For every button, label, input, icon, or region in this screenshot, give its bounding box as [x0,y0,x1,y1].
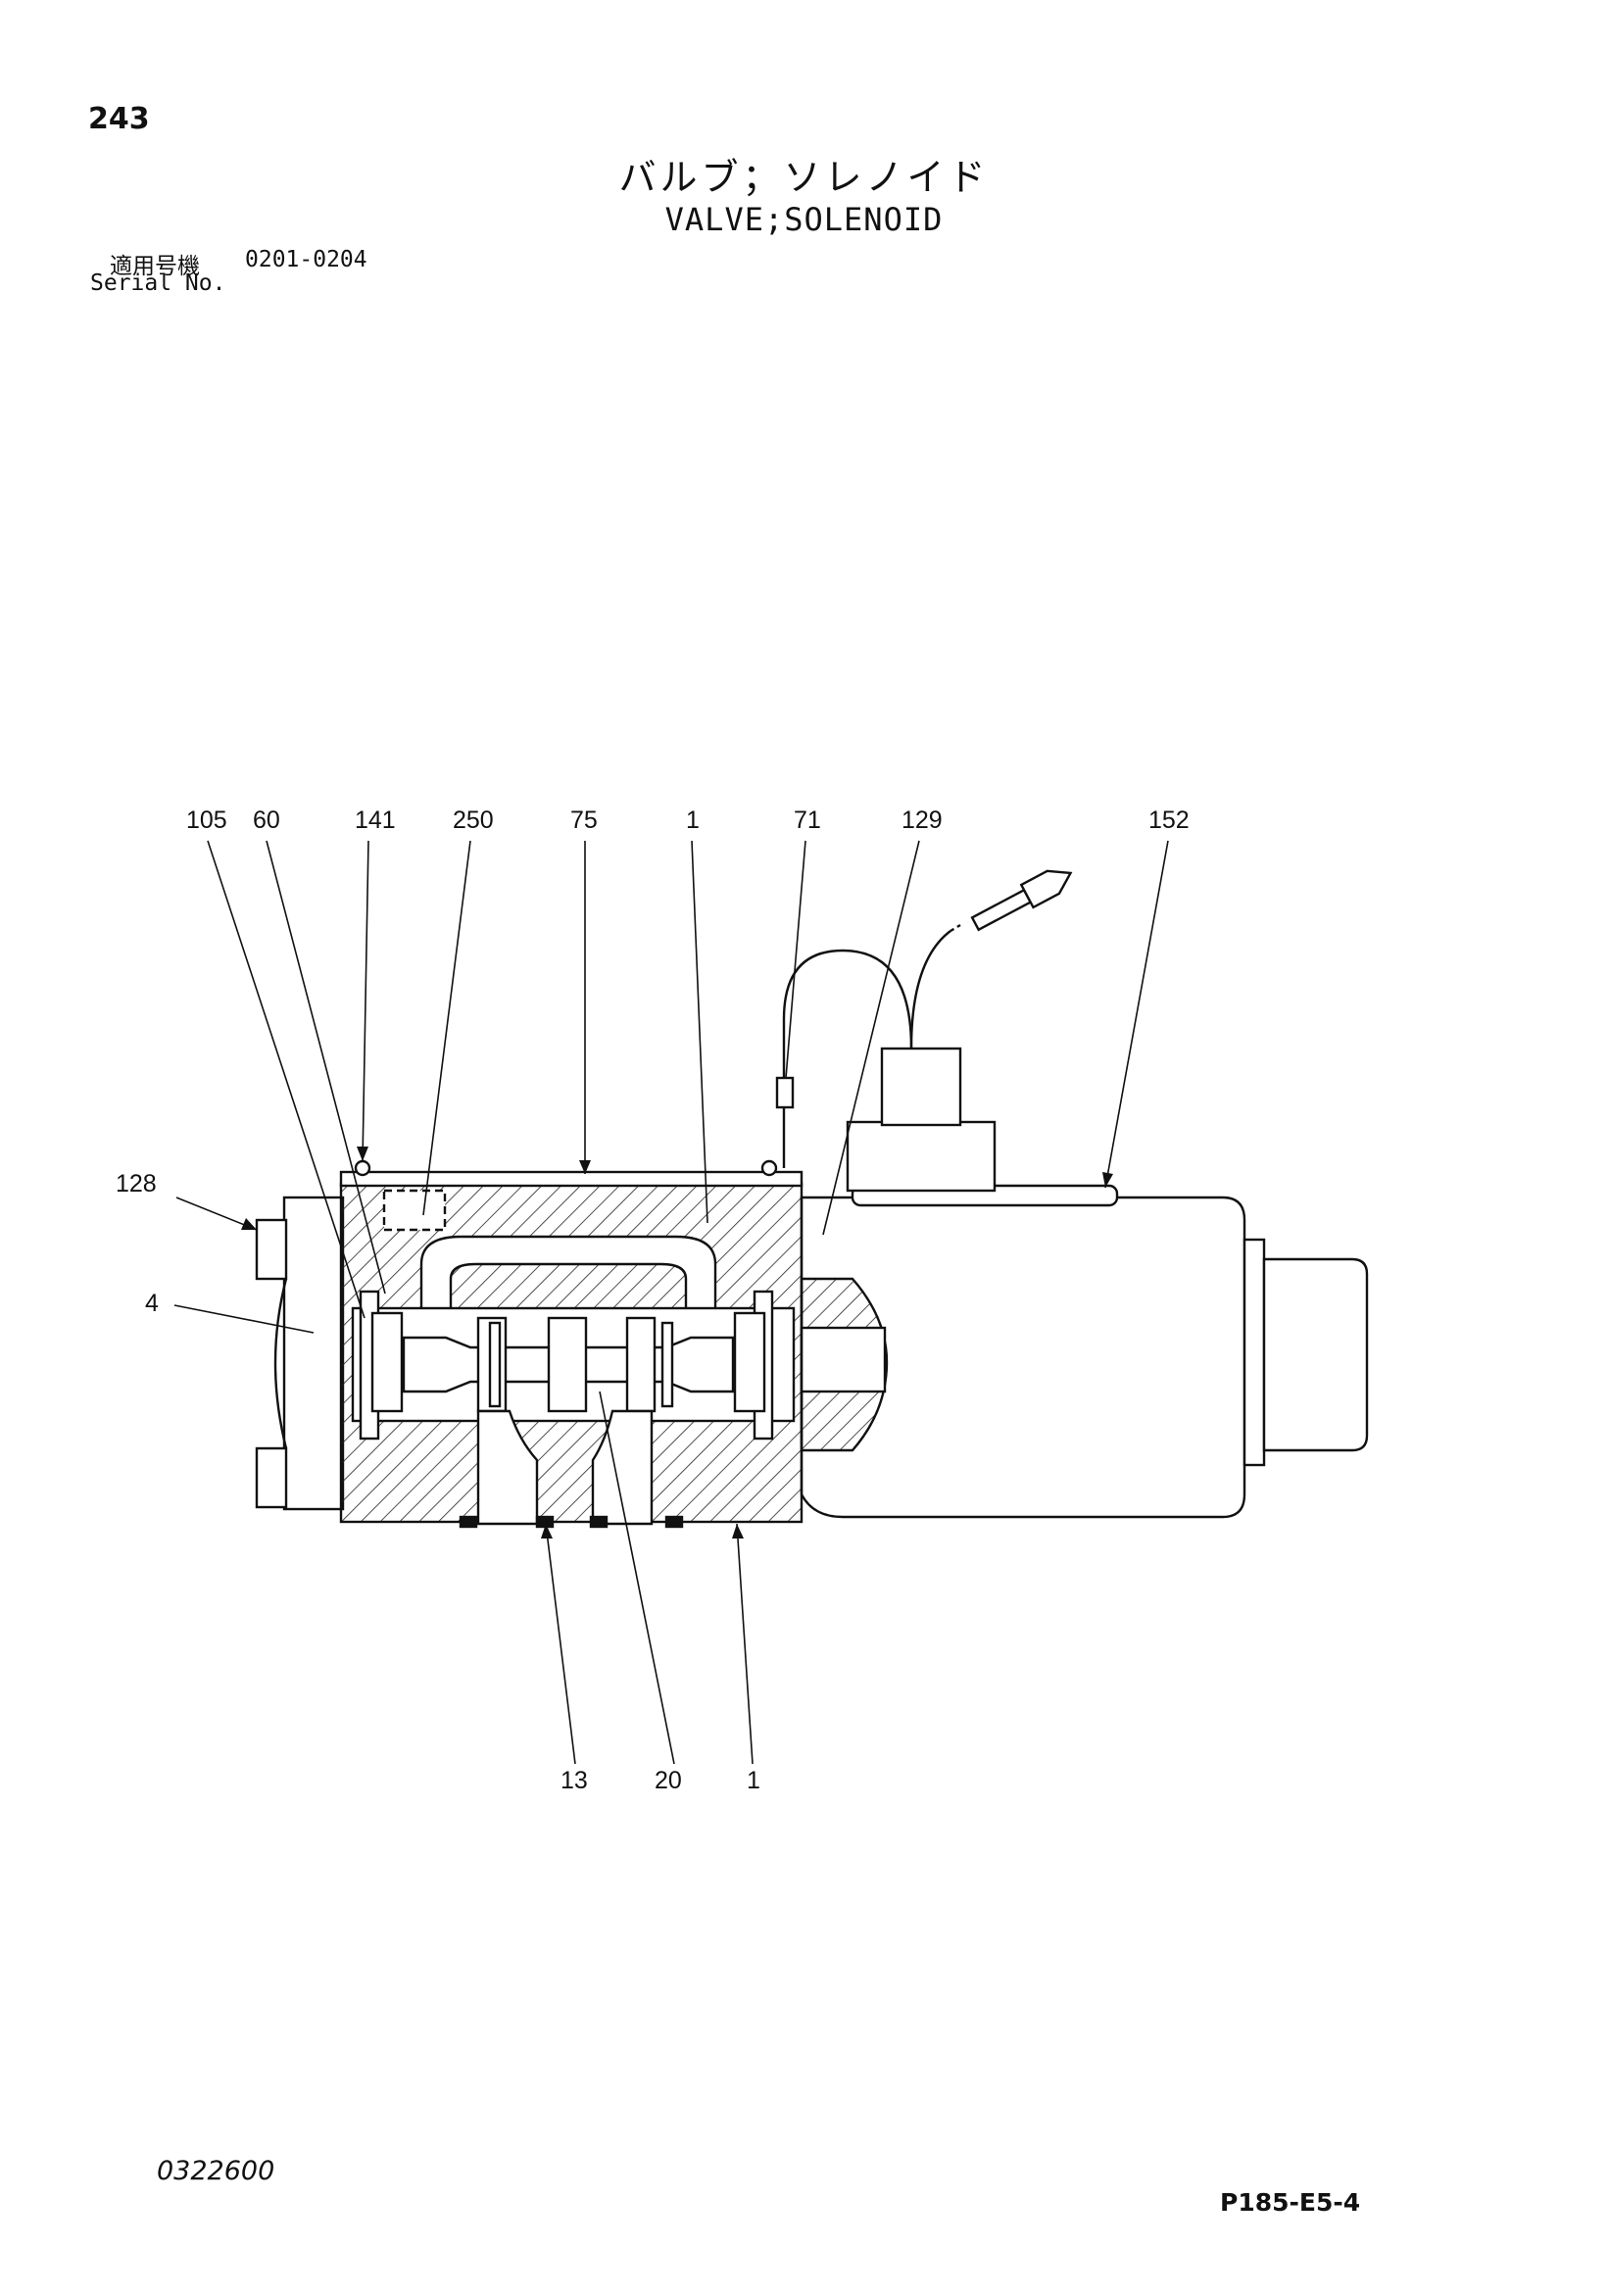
port-b [591,1409,654,1526]
callout-141: 141 [355,806,396,834]
serial-range: 0201-0204 [245,247,367,272]
title-japanese: バルブ；ソレノイド [618,156,990,199]
top-plate [339,1170,804,1188]
callout-152: 152 [1148,806,1190,834]
spool-land-2 [547,1316,588,1413]
callout-13: 13 [560,1767,588,1794]
spool-seal-1 [488,1321,502,1408]
serial-label-english: Serial No. [90,270,226,296]
bolt-right [760,1159,778,1177]
solenoid-cap [1243,1238,1266,1467]
callout-105: 105 [186,806,227,834]
wire-2 [909,930,951,1050]
valve-drawing [255,869,1369,1529]
plug-top [255,1218,288,1281]
leader-lines [173,840,1169,1765]
wire-1 [782,949,913,1107]
adaptor-bore [800,1326,887,1393]
bolt-left [354,1159,371,1177]
wire-gap [950,923,961,933]
connector-top [880,1047,962,1127]
oring-1 [459,1515,478,1529]
callout-128: 128 [116,1170,157,1197]
oring-4 [664,1515,684,1529]
title-english: VALVE;SOLENOID [664,201,944,238]
solenoid-housing [800,1196,1246,1519]
callout-20: 20 [655,1767,682,1794]
plug-bottom [255,1446,288,1509]
callout-71: 71 [794,806,821,834]
ring-left [370,1311,404,1413]
solenoid-end [1262,1257,1369,1452]
oring-3 [589,1515,609,1529]
callout-129: 129 [901,806,943,834]
callout-1-top: 1 [686,806,700,834]
spool-land-3 [625,1316,657,1413]
callout-4: 4 [145,1290,159,1317]
page-number: 243 [88,102,150,136]
serial-label-japanese: 適用号機 [110,254,200,279]
callout-1-bottom: 1 [747,1767,760,1794]
dashed-insert [382,1189,447,1232]
callout-75: 75 [570,806,598,834]
callout-60: 60 [253,806,280,834]
ring-right [733,1311,766,1413]
connector-base [846,1120,997,1193]
wire-sleeve [775,1076,795,1109]
page-reference: P185-E5-4 [1220,2188,1361,2217]
cap-curve [273,1278,288,1449]
port-a [476,1409,539,1526]
oring-2 [535,1515,555,1529]
spool-seal-2 [660,1321,674,1408]
end-cap [282,1196,345,1511]
connector-plug [970,869,1073,932]
document-code: 0322600 [157,2156,275,2186]
callout-250: 250 [453,806,494,834]
leader-arrowheads [241,1147,1113,1539]
